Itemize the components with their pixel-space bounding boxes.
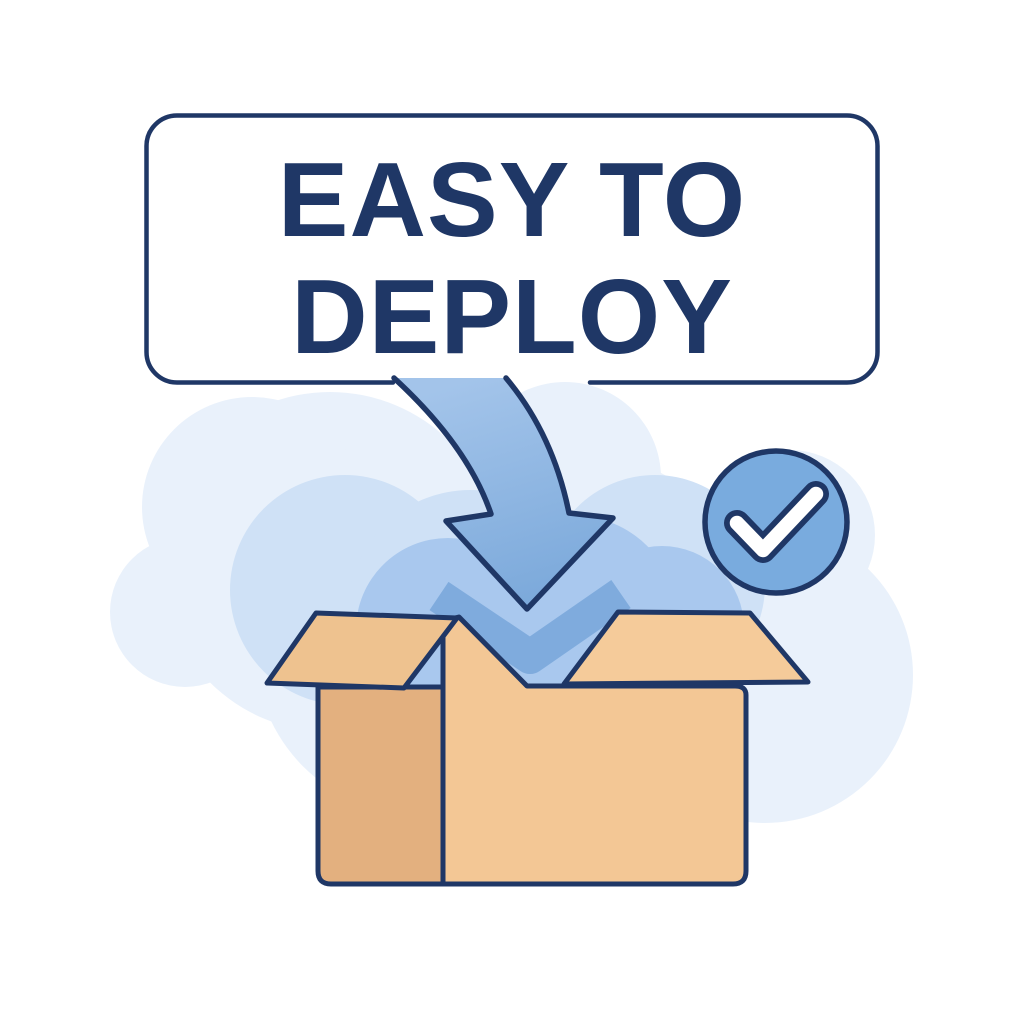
caption: EASY TO DEPLOY: [278, 141, 746, 376]
speech-bubble-fill: [146, 115, 878, 383]
cloud-light-blob: [110, 537, 260, 687]
arrow-echo-chevron: [429, 580, 631, 674]
checkmark-icon: [729, 486, 824, 558]
down-arrow-outline: [391, 375, 616, 612]
box-right-flap: [561, 609, 811, 687]
caption-line-2: DEPLOY: [291, 258, 733, 376]
box-left-panel: [315, 684, 446, 887]
speech-bubble-border: [144, 113, 880, 385]
open-box: [264, 609, 811, 887]
down-arrow-icon: [391, 375, 616, 612]
box-left-flap: [264, 610, 460, 691]
checkmark-badge: [702, 448, 850, 596]
caption-line-1: EASY TO: [278, 141, 746, 259]
box-front-panel: [440, 614, 749, 887]
